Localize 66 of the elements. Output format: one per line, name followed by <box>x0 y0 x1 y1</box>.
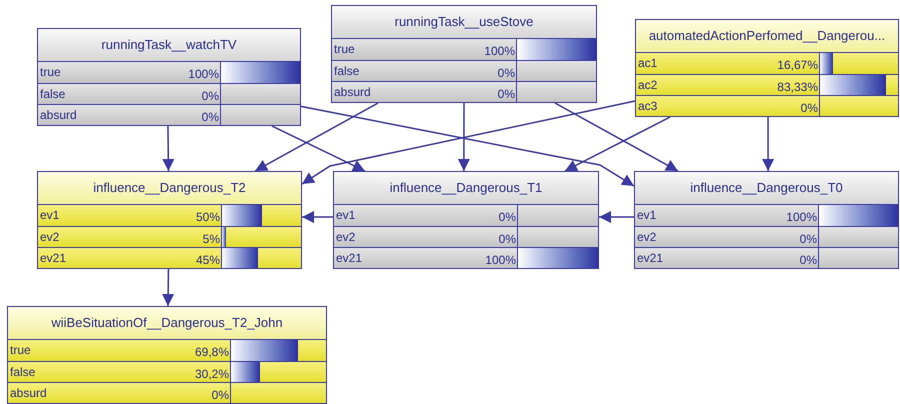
probability-value: 50% <box>196 209 221 226</box>
probability-value: 0% <box>212 387 230 403</box>
probability-value: 69,8% <box>194 344 230 361</box>
state-label: false <box>333 63 360 80</box>
probability-value: 0% <box>498 209 517 226</box>
probability-value: 100% <box>484 43 516 60</box>
state-label: ev1 <box>335 207 356 224</box>
arrow <box>599 211 634 224</box>
arrow <box>272 125 366 172</box>
node-title: influence__Dangerous_T2 <box>93 179 246 198</box>
probability-value: 0% <box>202 109 220 125</box>
node-box <box>634 171 899 269</box>
probability-value: 0% <box>800 231 818 247</box>
node-title: automatedActionPerfomed__Dangerou... <box>648 27 886 46</box>
state-label: false <box>39 86 66 103</box>
node-box <box>635 19 899 117</box>
probability-value: 0% <box>498 65 516 81</box>
state-label: ac1 <box>637 55 658 72</box>
state-label: ev1 <box>636 207 656 224</box>
state-label: ev2 <box>39 229 60 246</box>
state-label: ac3 <box>637 98 658 115</box>
state-label: ev2 <box>636 229 656 246</box>
arrow <box>254 102 378 172</box>
probability-value: 45% <box>196 252 221 268</box>
arrow <box>162 126 174 171</box>
state-label: absurd <box>333 84 371 101</box>
probability-value: 5% <box>202 231 221 247</box>
state-label: ev21 <box>335 250 362 267</box>
node-box <box>7 306 327 404</box>
node-box <box>37 28 301 126</box>
probability-value: 100% <box>188 66 220 83</box>
state-label: true <box>333 41 355 58</box>
arrow <box>162 268 174 306</box>
probability-value: 0% <box>800 252 818 268</box>
probability-value: 100% <box>485 252 517 268</box>
node-box <box>37 171 302 269</box>
state-label: absurd <box>39 107 77 124</box>
state-label: true <box>9 342 31 359</box>
probability-value: 0% <box>800 100 819 116</box>
state-label: ev1 <box>39 207 60 224</box>
arrow <box>302 211 333 224</box>
arrow <box>762 117 774 171</box>
state-label: absurd <box>9 385 47 402</box>
state-label: false <box>9 364 36 381</box>
node-title: influence__Dangerous_T0 <box>690 179 843 198</box>
arrow <box>564 116 670 172</box>
arrow <box>458 103 470 171</box>
probability-value: 0% <box>498 86 516 102</box>
probability-value: 0% <box>498 231 517 247</box>
node-box <box>333 171 599 269</box>
node-title: runningTask__useStove <box>394 13 534 32</box>
node-box <box>331 5 597 103</box>
node-title: influence__Dangerous_T1 <box>390 179 542 198</box>
state-label: ac2 <box>637 77 658 94</box>
node-title: runningTask__watchTV <box>101 36 237 54</box>
probability-value: 30,2% <box>194 366 230 382</box>
state-label: ev21 <box>636 250 664 267</box>
node-title: wiiBeSituationOf__Dangerous_T2_John <box>51 314 283 332</box>
probability-value: 83,33% <box>777 79 819 95</box>
probability-value: 100% <box>786 209 818 226</box>
state-label: ev21 <box>39 250 66 267</box>
state-label: ev2 <box>335 229 356 246</box>
probability-value: 16,67% <box>777 57 819 74</box>
arrow <box>554 102 678 172</box>
probability-value: 0% <box>202 88 220 104</box>
state-label: true <box>39 64 61 81</box>
